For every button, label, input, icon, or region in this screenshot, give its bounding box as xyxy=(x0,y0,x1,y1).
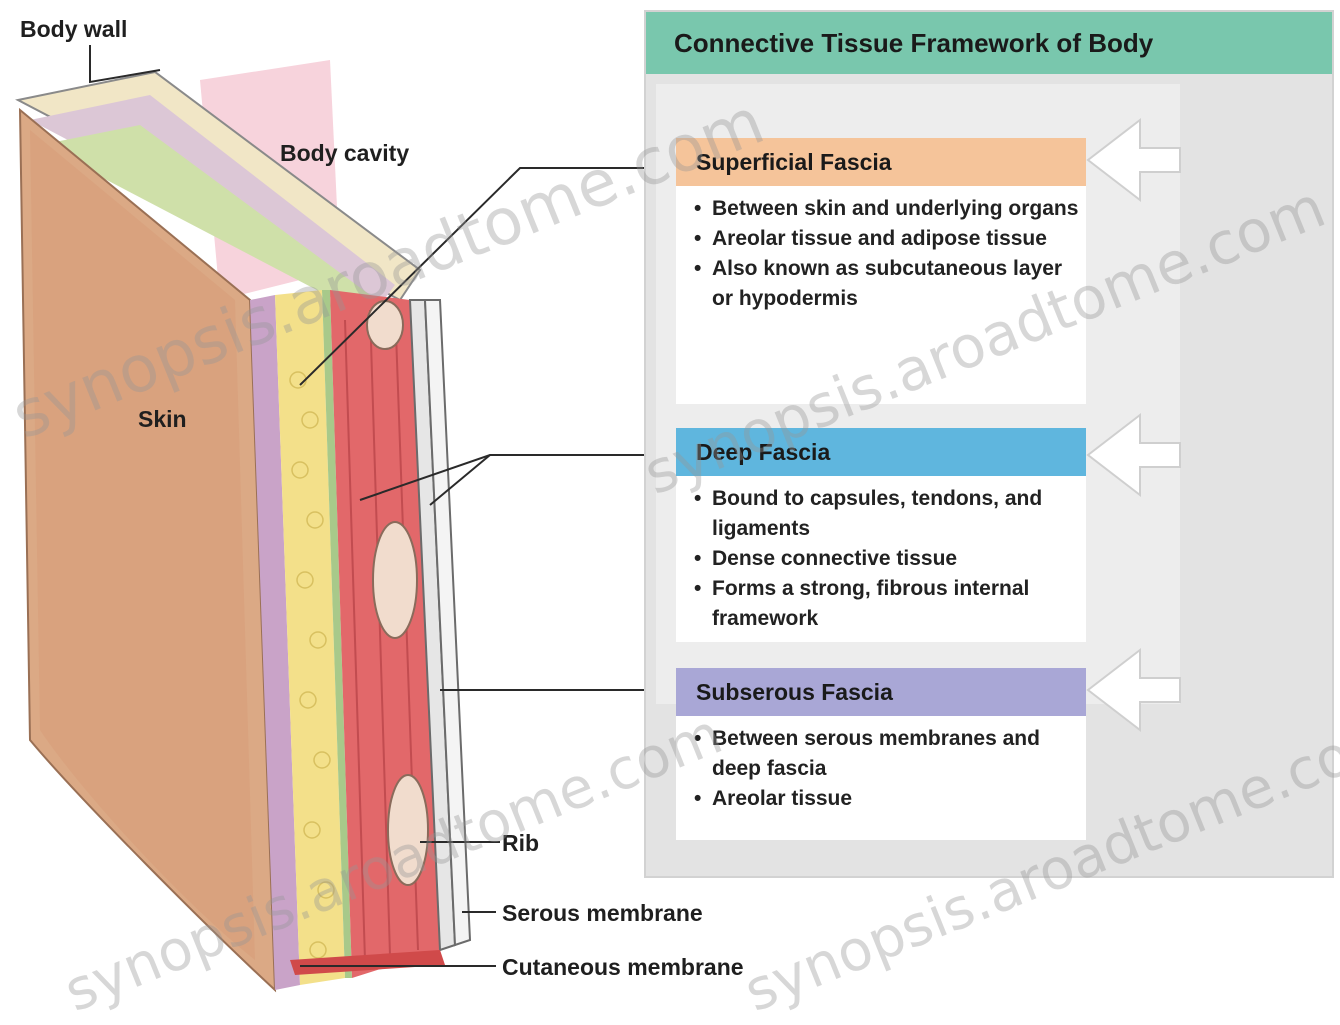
deep-fascia-box: Deep Fascia Bound to capsules, tendons, … xyxy=(676,428,1086,642)
subserous-fascia-list: Between serous membranes and deep fascia… xyxy=(676,716,1086,814)
list-item: Bound to capsules, tendons, and ligament… xyxy=(694,484,1082,544)
subserous-fascia-heading: Subserous Fascia xyxy=(676,668,1086,716)
superficial-fascia-list: Between skin and underlying organs Areol… xyxy=(676,186,1086,314)
subserous-fascia-box: Subserous Fascia Between serous membrane… xyxy=(676,668,1086,840)
deep-fascia-heading: Deep Fascia xyxy=(676,428,1086,476)
arrow-superficial-icon xyxy=(1088,120,1180,200)
list-item: Between serous membranes and deep fascia xyxy=(694,724,1082,784)
list-item: Areolar tissue xyxy=(694,784,1082,814)
list-item: Between skin and underlying organs xyxy=(694,194,1082,224)
superficial-fascia-box: Superficial Fascia Between skin and unde… xyxy=(676,138,1086,404)
list-item: Areolar tissue and adipose tissue xyxy=(694,224,1082,254)
deep-fascia-list: Bound to capsules, tendons, and ligament… xyxy=(676,476,1086,634)
superficial-fascia-heading: Superficial Fascia xyxy=(676,138,1086,186)
arrow-subserous-icon xyxy=(1088,650,1180,730)
arrow-deep-icon xyxy=(1088,415,1180,495)
list-item: Forms a strong, fibrous internal framewo… xyxy=(694,574,1082,634)
list-item: Dense connective tissue xyxy=(694,544,1082,574)
list-item: Also known as subcutaneous layer or hypo… xyxy=(694,254,1082,314)
